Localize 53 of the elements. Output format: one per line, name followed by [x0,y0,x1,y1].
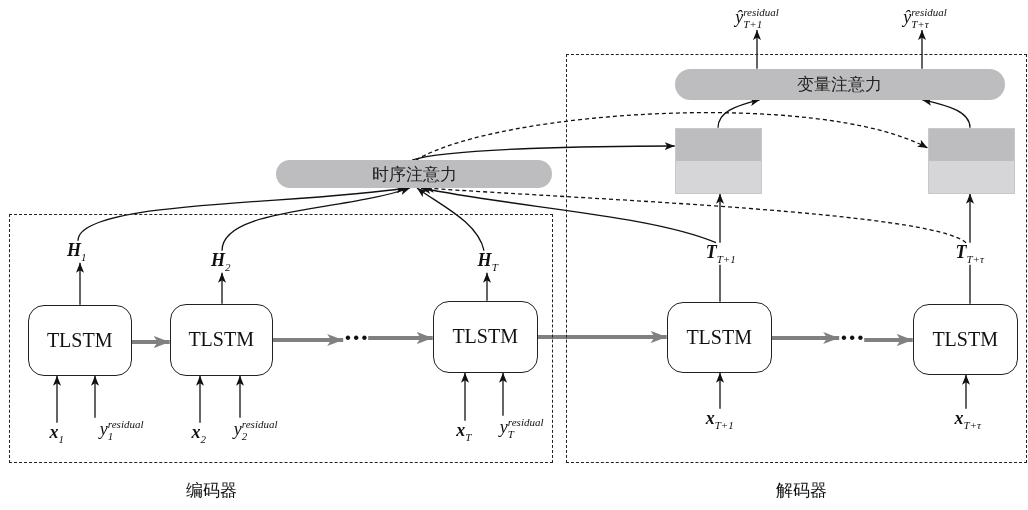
flow-arrow [368,332,433,344]
arrow [196,375,204,424]
math-symbol: H$_{2}$ [210,250,231,273]
arrow [962,374,970,410]
math-symbol: x$_{T+1}$ [705,408,734,431]
tlstm-cell: TLSTM [912,303,1018,375]
arrow [461,372,469,422]
flow-arrow [537,331,667,343]
arrow [716,193,724,244]
tlstm-cell: TLSTM [432,300,538,373]
math-symbol: T$_{T+τ}$ [955,242,984,265]
region-label: 解码器 [775,479,827,502]
arrow [411,142,676,161]
connector-line [719,264,721,303]
ellipsis: ··· [343,323,369,352]
arrow [918,29,926,70]
arrow [921,98,971,129]
arrow [221,187,411,252]
arrow [236,375,244,419]
flow-arrow [272,334,344,346]
arrow [716,372,724,410]
dashed-arrow [415,112,929,161]
tlstm-cell: TLSTM [169,303,273,376]
arrow [91,375,99,419]
arrow [499,372,507,417]
arrow [753,29,761,70]
arrow [966,193,974,244]
tlstm-cell: TLSTM [666,301,772,373]
flow-arrow [771,332,840,344]
attention-bar: 变量注意力 [674,68,1005,100]
arrow [483,272,491,302]
flow-arrow [131,336,170,348]
math-symbol: x$_{T}$ [456,420,472,443]
math-symbol: H$_{T}$ [477,250,498,273]
math-symbol: x$_{1}$ [49,422,64,445]
math-symbol: x$_{2}$ [191,422,206,445]
math-symbol: T$_{T+1}$ [705,242,736,265]
tlstm-cell: TLSTM [27,304,132,376]
arrow [717,98,761,129]
ellipsis: ··· [839,323,865,352]
arrow [218,272,226,305]
flow-arrow [864,334,913,346]
connector-line [969,264,971,305]
region-label: 编码器 [185,479,237,502]
math-symbol: H$_{1}$ [66,240,87,263]
vector-box [674,127,762,194]
attention-bar: 时序注意力 [276,160,552,188]
math-symbol: x$_{T+τ}$ [954,408,981,431]
arrow [76,262,84,306]
arrow [420,185,717,244]
vector-box [927,127,1015,194]
arrow [53,375,61,424]
arrow [416,187,485,252]
